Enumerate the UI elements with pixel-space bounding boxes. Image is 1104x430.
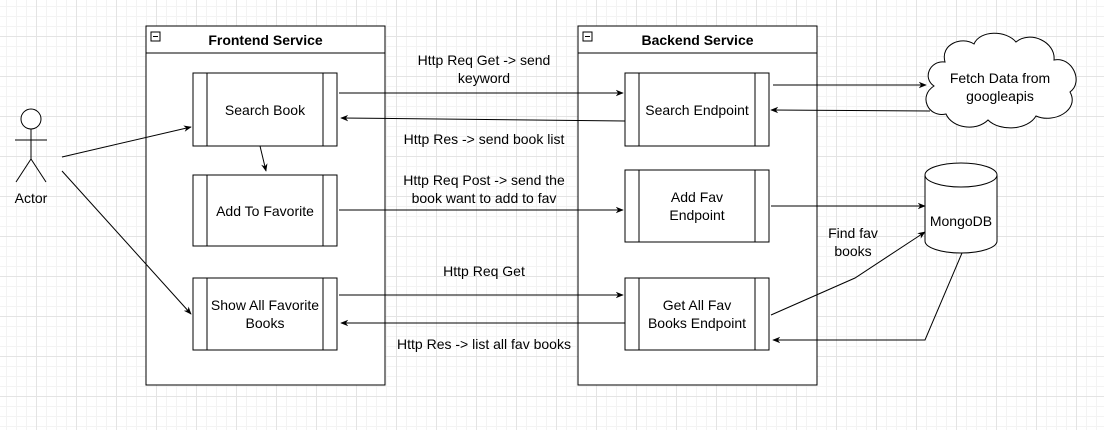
show-all-favorite-label: Show All Favorite Books (210, 297, 320, 331)
frontend-collapse-icon[interactable] (150, 31, 161, 42)
add-request-label: Http Req Post -> send the book want to a… (403, 172, 565, 206)
googleapis-label: Fetch Data from googleapis (949, 70, 1051, 104)
actor-figure[interactable] (15, 108, 47, 183)
mongodb-label: MongoDB (929, 213, 993, 229)
edge-search-response (340, 114, 626, 122)
frontend-service-title: Frontend Service (208, 32, 323, 48)
get-request-label: Http Req Get (443, 263, 525, 279)
edge-mongodb-to-get (772, 252, 963, 344)
show-all-favorite-process[interactable] (192, 277, 338, 351)
search-book-process[interactable] (192, 72, 338, 147)
add-fav-endpoint-label: Add Fav Endpoint (669, 189, 725, 223)
backend-collapse-icon[interactable] (582, 31, 593, 42)
get-all-fav-endpoint-label: Get All Fav Books Endpoint (647, 297, 747, 331)
search-endpoint-label: Search Endpoint (645, 101, 749, 118)
actor-label: Actor (14, 190, 48, 206)
add-to-favorite-label: Add To Favorite (216, 202, 314, 219)
edge-actor-to-show-all (61, 170, 192, 315)
search-book-label: Search Book (224, 101, 306, 118)
edge-get-to-mongodb (770, 231, 926, 316)
add-fav-endpoint-process[interactable] (624, 169, 770, 243)
edge-actor-to-search (61, 125, 192, 158)
backend-service-title: Backend Service (641, 32, 754, 48)
edge-search-to-add (259, 145, 268, 172)
edge-googleapis-to-search (770, 106, 931, 114)
search-request-label: Http Req Get -> send keyword (417, 52, 551, 86)
search-response-label: Http Res -> send book list (403, 131, 565, 147)
add-to-favorite-process[interactable] (192, 174, 338, 247)
search-endpoint-process[interactable] (624, 72, 770, 147)
googleapis-cloud[interactable] (925, 32, 1077, 129)
find-fav-label: Find fav books (828, 225, 878, 259)
get-response-label: Http Res -> list all fav books (397, 336, 571, 352)
get-all-fav-endpoint-process[interactable] (624, 277, 770, 351)
mongodb-cylinder[interactable] (924, 162, 998, 254)
